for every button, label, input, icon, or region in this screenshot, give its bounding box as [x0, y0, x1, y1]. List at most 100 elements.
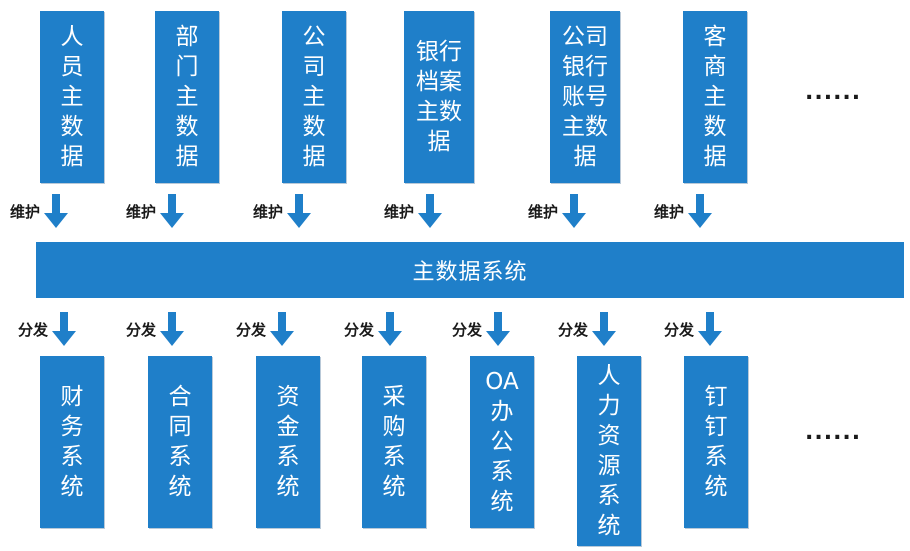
- source-label-line: 数: [175, 114, 199, 140]
- source-label-line: 据: [302, 144, 326, 170]
- down-arrow-icon: [698, 312, 723, 346]
- target-label-line: 务: [60, 414, 84, 440]
- source-label-line: 据: [427, 129, 451, 155]
- source-connector-1: 维护: [126, 194, 185, 228]
- source-connector-0: 维护: [10, 194, 69, 228]
- more-sources-ellipsis: ......: [805, 80, 862, 105]
- source-box-4: 公司银行账号主数据: [550, 11, 620, 183]
- source-label-line: 数: [60, 114, 84, 140]
- target-label-line: 系: [168, 444, 192, 470]
- target-label-line: 统: [490, 489, 514, 515]
- source-label-line: 主: [302, 84, 326, 110]
- target-connector-5: 分发: [558, 312, 617, 346]
- source-box-0: 人员主数据: [40, 11, 104, 183]
- source-connector-4: 维护: [528, 194, 587, 228]
- target-connector-1: 分发: [126, 312, 185, 346]
- source-label-line: 账号: [562, 84, 608, 110]
- down-arrow-icon: [486, 312, 511, 346]
- target-label-line: 资: [597, 423, 621, 449]
- target-label-line: 钉: [704, 384, 728, 410]
- source-box-label: 公司银行账号主数据: [562, 22, 608, 172]
- source-label-line: 主: [175, 84, 199, 110]
- target-box-5: 人力资源系统: [577, 356, 641, 546]
- down-arrow-icon: [688, 194, 713, 228]
- source-label-line: 据: [703, 144, 727, 170]
- target-action-label: 分发: [664, 320, 695, 339]
- source-label-line: 据: [573, 144, 597, 170]
- target-action-label: 分发: [236, 320, 267, 339]
- target-box-1: 合同系统: [148, 356, 212, 528]
- source-label-line: 客: [703, 24, 727, 50]
- target-box-label: 采购系统: [383, 382, 406, 502]
- target-connector-2: 分发: [236, 312, 295, 346]
- target-action-label: 分发: [344, 320, 375, 339]
- target-box-2: 资金系统: [256, 356, 320, 528]
- target-action-label: 分发: [558, 320, 589, 339]
- target-label-line: 统: [704, 474, 728, 500]
- target-label-line: 钉: [704, 414, 728, 440]
- source-action-label: 维护: [253, 202, 284, 221]
- target-action-label: 分发: [452, 320, 483, 339]
- source-box-2: 公司主数据: [282, 11, 346, 183]
- target-connector-4: 分发: [452, 312, 511, 346]
- source-label-line: 部: [175, 24, 199, 50]
- source-label-line: 主数: [562, 114, 608, 140]
- target-label-line: 统: [276, 474, 300, 500]
- target-label-line: 金: [276, 414, 300, 440]
- down-arrow-icon: [160, 194, 185, 228]
- target-label-line: 公: [490, 429, 514, 455]
- down-arrow-icon: [592, 312, 617, 346]
- target-action-label: 分发: [18, 320, 49, 339]
- target-box-label: 资金系统: [277, 382, 300, 502]
- source-label-line: 数: [302, 114, 326, 140]
- source-label-line: 人: [60, 24, 84, 50]
- target-connector-6: 分发: [664, 312, 723, 346]
- source-label-line: 员: [60, 54, 84, 80]
- source-box-label: 公司主数据: [303, 22, 326, 172]
- source-connector-2: 维护: [253, 194, 312, 228]
- target-label-line: 办: [490, 399, 514, 425]
- source-connector-5: 维护: [654, 194, 713, 228]
- down-arrow-icon: [378, 312, 403, 346]
- source-label-line: 主数: [416, 99, 462, 125]
- target-label-line: 力: [597, 393, 621, 419]
- target-label-line: 统: [382, 474, 406, 500]
- source-box-1: 部门主数据: [155, 11, 219, 183]
- target-label-line: OA: [485, 369, 519, 395]
- target-label-line: 同: [168, 414, 192, 440]
- source-box-3: 银行档案主数据: [404, 11, 474, 183]
- source-label-line: 银行: [562, 54, 608, 80]
- down-arrow-icon: [418, 194, 443, 228]
- target-box-0: 财务系统: [40, 356, 104, 528]
- target-box-label: 人力资源系统: [598, 361, 621, 541]
- target-box-label: 财务系统: [61, 382, 84, 502]
- source-label-line: 司: [302, 54, 326, 80]
- source-label-line: 主: [703, 84, 727, 110]
- source-box-label: 部门主数据: [176, 22, 199, 172]
- target-label-line: 系: [276, 444, 300, 470]
- target-label-line: 系: [597, 483, 621, 509]
- target-label-line: 合: [168, 384, 192, 410]
- source-label-line: 商: [703, 54, 727, 80]
- down-arrow-icon: [562, 194, 587, 228]
- source-action-label: 维护: [10, 202, 41, 221]
- target-connector-3: 分发: [344, 312, 403, 346]
- target-label-line: 采: [382, 384, 406, 410]
- target-label-line: 系: [382, 444, 406, 470]
- source-box-label: 客商主数据: [704, 22, 727, 172]
- source-label-line: 门: [175, 54, 199, 80]
- target-label-line: 购: [382, 414, 406, 440]
- target-label-line: 统: [60, 474, 84, 500]
- hub-label: 主数据系统: [412, 260, 528, 285]
- target-label-line: 系: [60, 444, 84, 470]
- more-targets-ellipsis: ......: [805, 420, 862, 445]
- source-box-label: 银行档案主数据: [416, 37, 462, 157]
- down-arrow-icon: [270, 312, 295, 346]
- source-action-label: 维护: [384, 202, 415, 221]
- down-arrow-icon: [287, 194, 312, 228]
- source-connector-3: 维护: [384, 194, 443, 228]
- target-label-line: 统: [597, 513, 621, 539]
- target-box-label: 钉钉系统: [705, 382, 728, 502]
- target-label-line: 资: [276, 384, 300, 410]
